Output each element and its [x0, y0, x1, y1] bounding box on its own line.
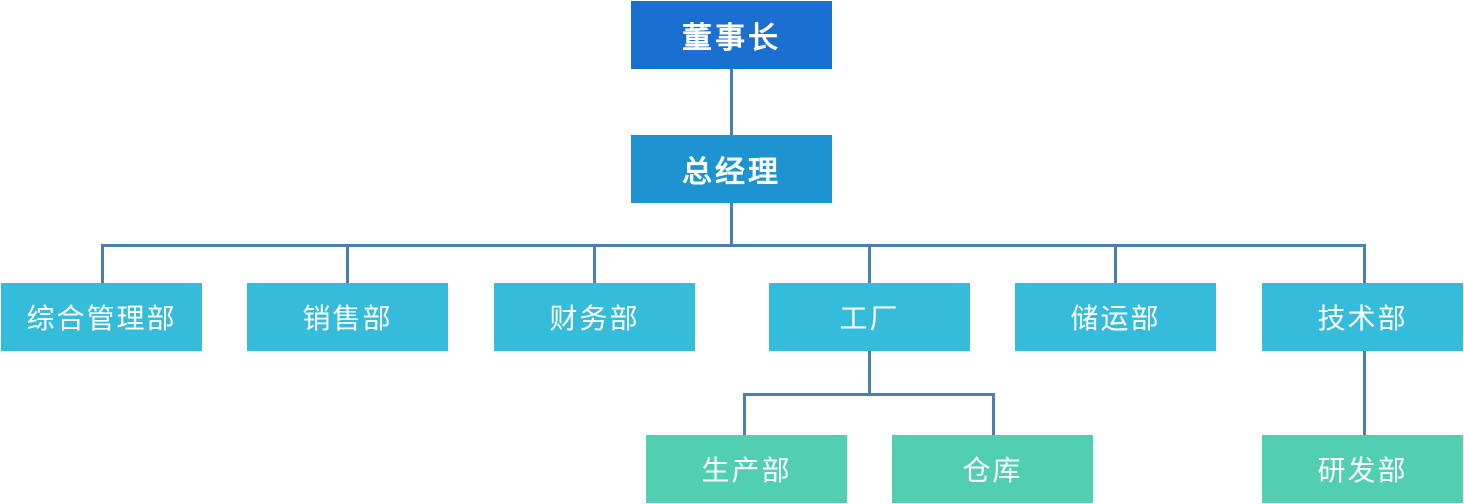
connector-dept-bus [101, 244, 1366, 247]
connector-warehouse [992, 393, 995, 435]
connector-gm-down [730, 202, 733, 246]
node-dept-finance: 财务部 [494, 283, 695, 351]
node-unit-rnd: 研发部 [1262, 435, 1463, 503]
connector-dept-2 [346, 244, 349, 283]
node-unit-production: 生产部 [646, 435, 847, 503]
node-dept-general-admin: 综合管理部 [1, 283, 202, 351]
connector-production [743, 393, 746, 435]
connector-dept-3 [593, 244, 596, 283]
node-general-manager: 总经理 [631, 135, 832, 203]
connector-dept-5 [1114, 244, 1117, 283]
connector-factory-down [868, 350, 871, 395]
node-chairman: 董事长 [631, 1, 832, 69]
node-dept-sales: 销售部 [247, 283, 448, 351]
connector-chairman-gm [730, 68, 733, 135]
node-dept-logistics: 储运部 [1015, 283, 1216, 351]
node-unit-warehouse: 仓库 [892, 435, 1093, 503]
connector-tech-rnd [1363, 350, 1366, 435]
node-dept-technology: 技术部 [1262, 283, 1463, 351]
connector-dept-4 [868, 244, 871, 283]
connector-dept-1 [101, 244, 104, 283]
connector-dept-6 [1363, 244, 1366, 283]
connector-factory-bus [743, 393, 995, 396]
node-dept-factory: 工厂 [769, 283, 970, 351]
